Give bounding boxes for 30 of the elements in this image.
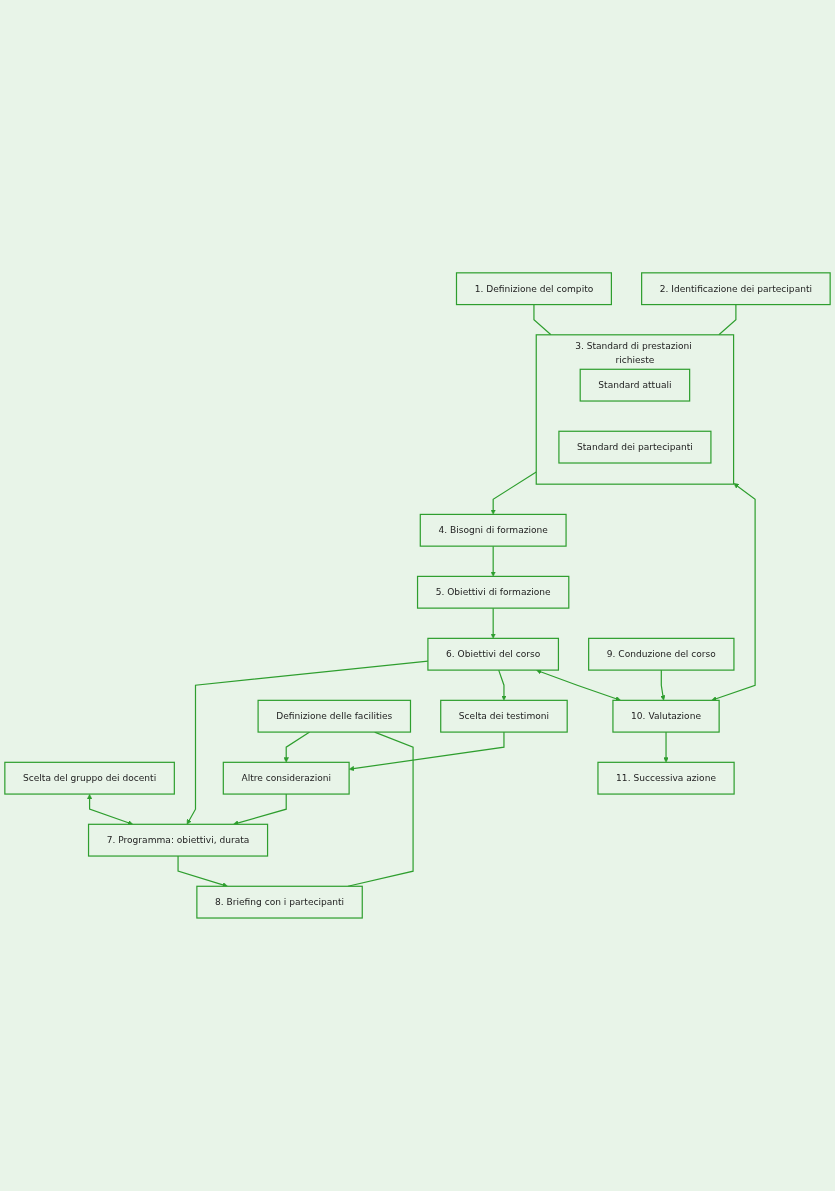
connector <box>533 304 552 336</box>
node-box: Standard attuali <box>579 368 691 402</box>
node-box: 7. Programma: obiettivi, durata <box>87 823 269 857</box>
node-box: Definizione delle facilities <box>257 699 412 733</box>
node-box: Scelta dei testimoni <box>440 699 568 733</box>
arrow <box>490 545 496 577</box>
arrow <box>283 731 311 763</box>
node-box: 2. Identificazione dei partecipanti <box>641 272 831 306</box>
arrow <box>536 669 621 702</box>
arrow <box>498 669 507 701</box>
node-box: Scelta del gruppo dei docenti <box>4 761 175 795</box>
node-box: 9. Conduzione del corso <box>588 637 735 671</box>
node-box: 10. Valutazione <box>612 699 720 733</box>
node-box: 11. Successiva azione <box>597 761 735 795</box>
arrow <box>711 483 756 702</box>
arrow <box>86 794 133 826</box>
node-box: 6. Obiettivi del corso <box>427 637 560 671</box>
connector <box>718 304 737 336</box>
node-box: 4. Bisogni di formazione <box>419 513 567 547</box>
node-box: 5. Obiettivi di formazione <box>416 575 570 609</box>
arrow <box>660 669 666 701</box>
node-box: Altre considerazioni <box>222 761 350 795</box>
arrow <box>177 855 228 888</box>
node-box: 8. Briefing con i partecipanti <box>196 885 363 919</box>
arrow <box>490 607 496 639</box>
node-box: 1. Definizione del compito <box>455 272 612 306</box>
node-box: Standard dei partecipanti <box>558 430 712 464</box>
arrow <box>233 793 287 826</box>
arrow <box>490 471 537 515</box>
arrow <box>663 731 669 763</box>
